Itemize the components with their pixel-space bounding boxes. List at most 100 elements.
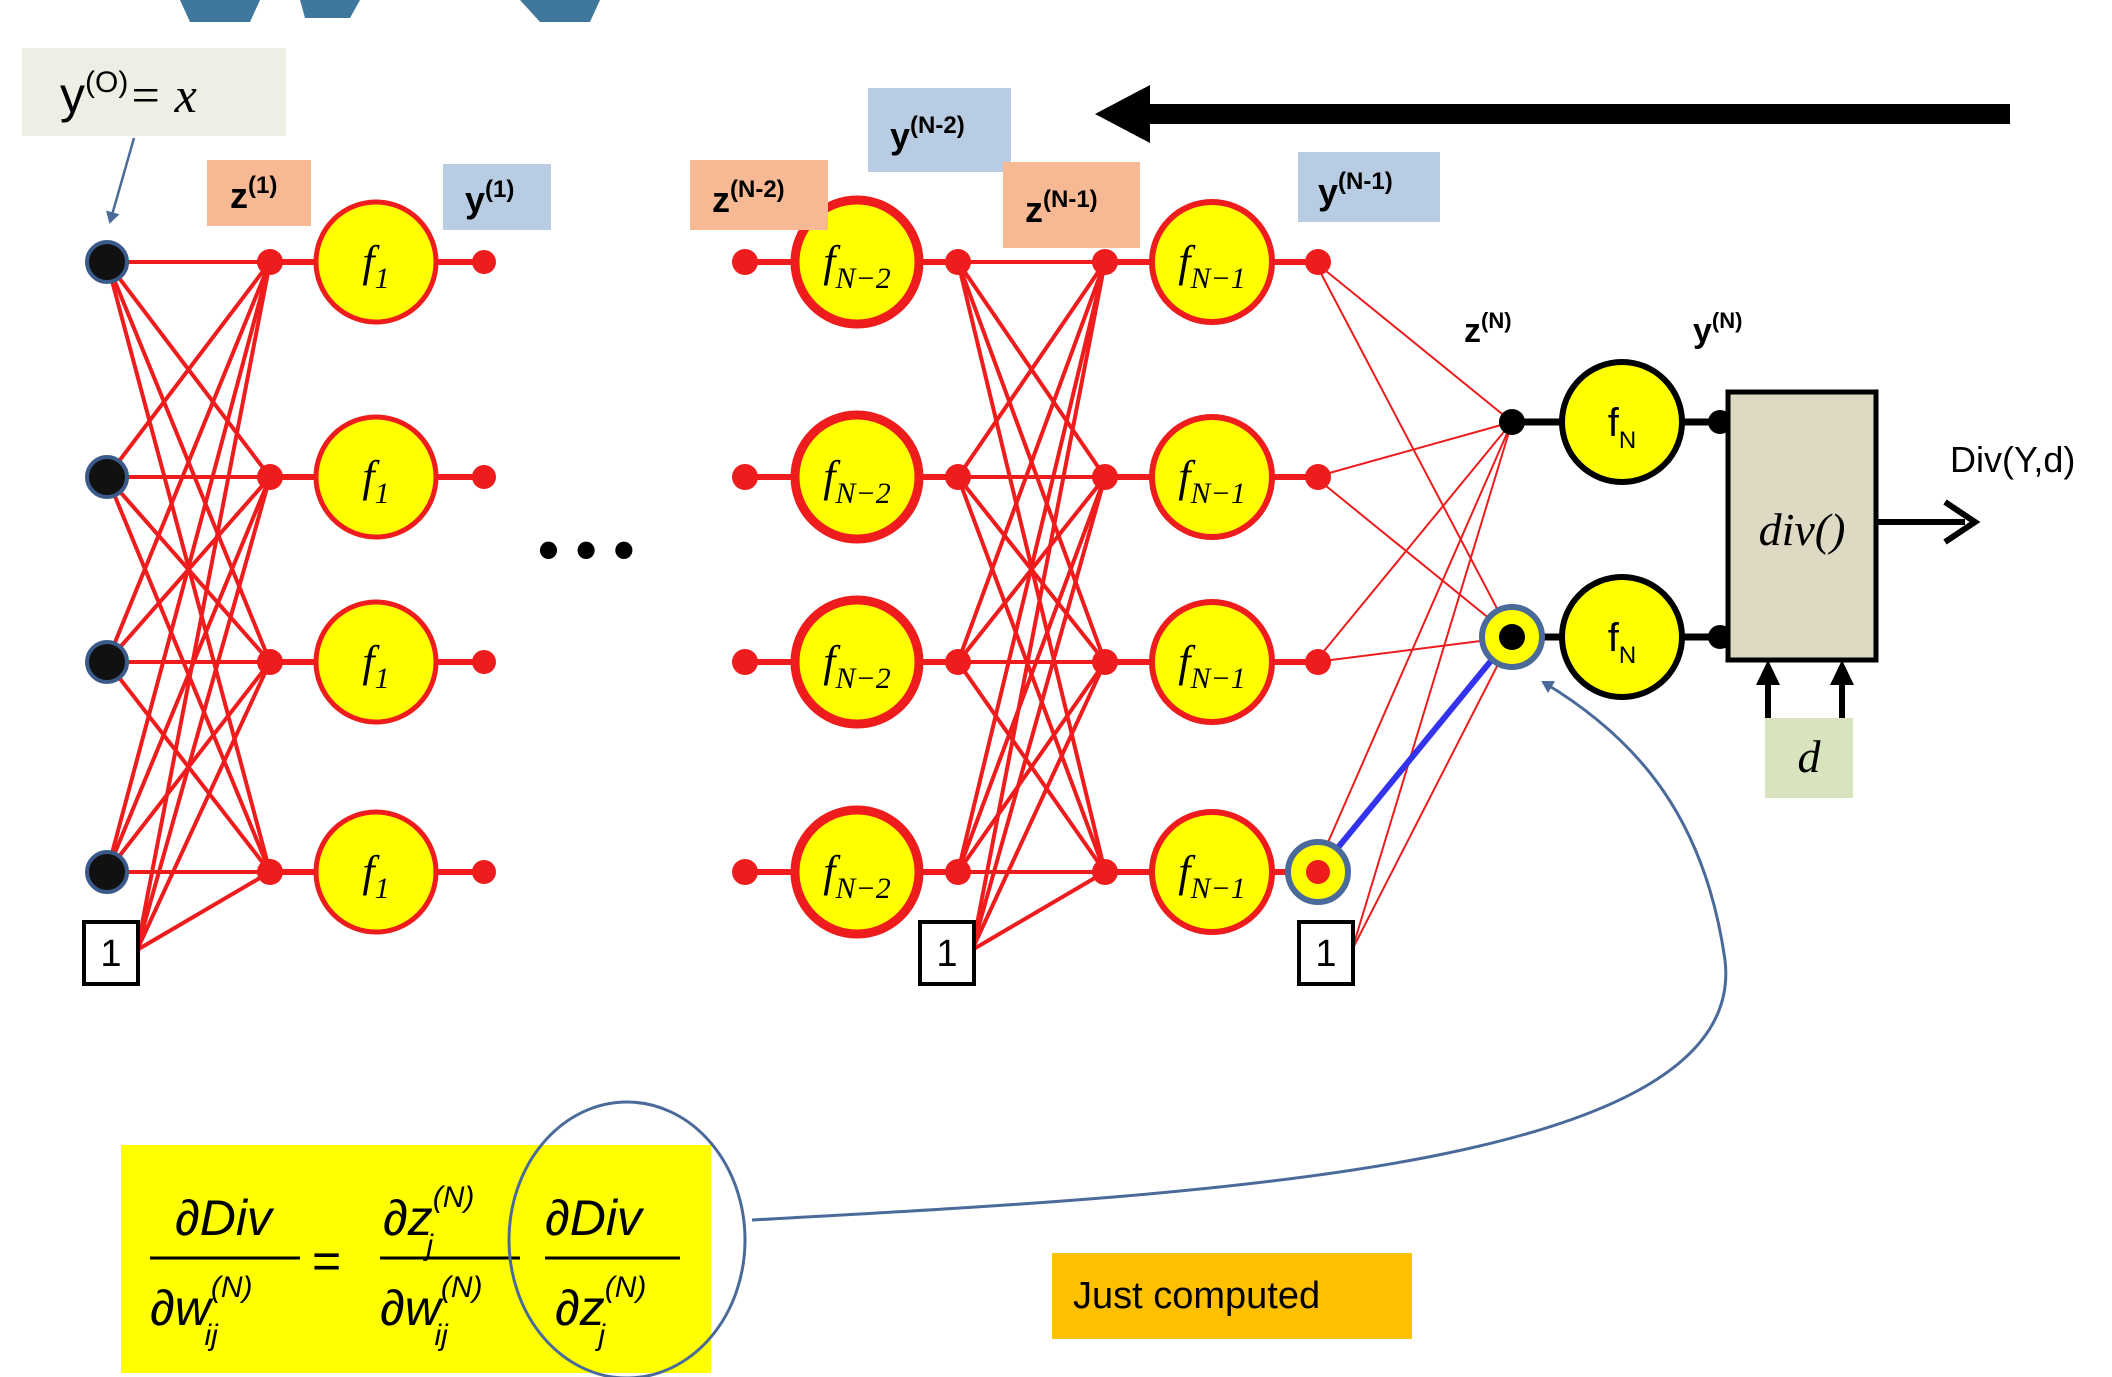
zN-node: [1499, 409, 1525, 435]
yN1-label: y(N-1): [1318, 168, 1393, 212]
input-node: [85, 850, 129, 894]
neuron-fN2-1-circle: [790, 195, 924, 329]
y1-label: y(1): [465, 176, 514, 220]
neuron-fN2-4: fN−2: [790, 805, 924, 939]
note-text: Just computed: [1073, 1275, 1320, 1317]
svg-text:1: 1: [936, 933, 957, 975]
zN-node: [1499, 624, 1525, 650]
neuron-fN2-3: fN−2: [790, 595, 924, 729]
input-label: y(O)= x: [60, 66, 197, 123]
neuron-fN1-1-label: fN−1: [1178, 237, 1246, 295]
y1-node: [472, 250, 496, 274]
zN2-node: [732, 464, 758, 490]
neuron-f1-2: f1: [313, 414, 439, 540]
div-output-label: Div(Y,d): [1950, 439, 2075, 480]
neuron-fN2-1-label: fN−2: [823, 237, 891, 295]
edge-group: [105, 259, 1728, 952]
neuron-fN1-1-circle: [1149, 199, 1275, 325]
neuron-fN-1: fN: [1559, 359, 1685, 485]
eq-r2-numerator: ∂Div: [545, 1190, 645, 1246]
eq-equals: =: [312, 1233, 341, 1289]
z1-node: [257, 464, 283, 490]
neuron-fN-1-label: fN: [1608, 401, 1636, 454]
edge-yN1-zN: [1314, 476, 1513, 638]
edge-yN1-zN: [1314, 261, 1513, 423]
bias-box-1: 1: [82, 920, 140, 986]
input-pointer-arrow: [106, 137, 136, 224]
input-label-box: [22, 48, 286, 136]
edge-yN1-zN: [1314, 421, 1513, 663]
neuron-f1-1-circle: [313, 199, 439, 325]
zN2-label: z(N-2): [712, 176, 785, 220]
yN2-node: [945, 859, 971, 885]
edge-bias-z1: [135, 476, 272, 951]
neuron-fN-2: fN: [1559, 574, 1685, 700]
neuron-fN1-4: fN−1: [1149, 809, 1275, 935]
neuron-fN1-3-label: fN−1: [1178, 637, 1246, 695]
input-node: [85, 455, 129, 499]
neuron-f1-4-circle: [313, 809, 439, 935]
node-group: f1f1f1f1fN−2fN−2fN−2fN−2fN−1fN−1fN−1fN−1…: [85, 195, 1732, 939]
edge-bias-zN: [1351, 636, 1513, 951]
edge-bias-z1: [135, 261, 272, 951]
target-arrowhead-right: [1830, 660, 1854, 685]
yN1-node: [1305, 464, 1331, 490]
z1-node: [257, 859, 283, 885]
neuron-fN1-2: fN−1: [1149, 414, 1275, 540]
edge-yN2-zN1: [956, 261, 1107, 873]
zN2-node: [732, 859, 758, 885]
neuron-fN2-3-circle: [790, 595, 924, 729]
div-label: div(): [1759, 504, 1846, 555]
neuron-f1-4: f1: [313, 809, 439, 935]
target-box: [1765, 718, 1853, 798]
target-label: d: [1798, 731, 1822, 782]
yN1-highlighted-node: [1306, 860, 1330, 884]
neuron-fN-2-label: fN: [1608, 616, 1636, 669]
edge-yN2-zN1: [956, 260, 1107, 479]
zN1-label: z(N-1): [1025, 186, 1098, 230]
zN1-node: [1092, 649, 1118, 675]
backward-arrow: [1095, 85, 2010, 143]
yN1-node: [1305, 649, 1331, 675]
neuron-fN-2-circle: [1559, 574, 1685, 700]
z1-node: [257, 649, 283, 675]
bias-box-2: 1: [918, 920, 976, 986]
neuron-f1-1: f1: [313, 199, 439, 325]
neuron-fN1-3: fN−1: [1149, 599, 1275, 725]
z1-label: z(1): [230, 172, 277, 216]
neuron-fN1-3-circle: [1149, 599, 1275, 725]
ellipsis: • • •: [538, 516, 634, 583]
div-box: [1725, 389, 1879, 663]
neuron-fN1-1: fN−1: [1149, 199, 1275, 325]
neuron-fN2-2-circle: [790, 410, 924, 544]
equation: ∂Div ∂w(N)ij = ∂z(N)j ∂w(N)ij ∂Div ∂z(N)…: [150, 1181, 680, 1352]
edge-yN2-zN1: [956, 660, 1107, 874]
eq-lhs-denominator: ∂w(N)ij: [150, 1271, 252, 1352]
edge-input-z1: [105, 260, 272, 479]
y1-node: [472, 860, 496, 884]
y1-node: [472, 465, 496, 489]
div-output-arrowhead: [1943, 499, 1981, 545]
zN2-node: [732, 649, 758, 675]
yN1-node: [1305, 249, 1331, 275]
zN2-node: [732, 249, 758, 275]
edge-input-z1: [105, 261, 272, 873]
z1-label-box: [207, 160, 311, 226]
yN1-label-box: [1298, 152, 1440, 222]
neuron-fN2-3-label: fN−2: [823, 637, 891, 695]
edge-bias-zN: [1351, 421, 1513, 951]
neuron-fN1-4-circle: [1149, 809, 1275, 935]
neuron-fN-1-circle: [1559, 359, 1685, 485]
edge-yN1-zN: [1314, 421, 1513, 873]
zN-label: z(N): [1464, 308, 1512, 350]
annotation-curve-arrow: [751, 680, 1728, 1222]
edge-bias-zN1: [970, 261, 1107, 951]
yN2-label: y(N-2): [890, 112, 965, 156]
yN2-node: [945, 249, 971, 275]
highlighted-weight-edge: [1315, 638, 1511, 874]
edge-yN1-zN: [1314, 636, 1513, 663]
edge-input-z1: [105, 261, 272, 663]
yN2-node: [945, 464, 971, 490]
zN1-node: [1092, 249, 1118, 275]
